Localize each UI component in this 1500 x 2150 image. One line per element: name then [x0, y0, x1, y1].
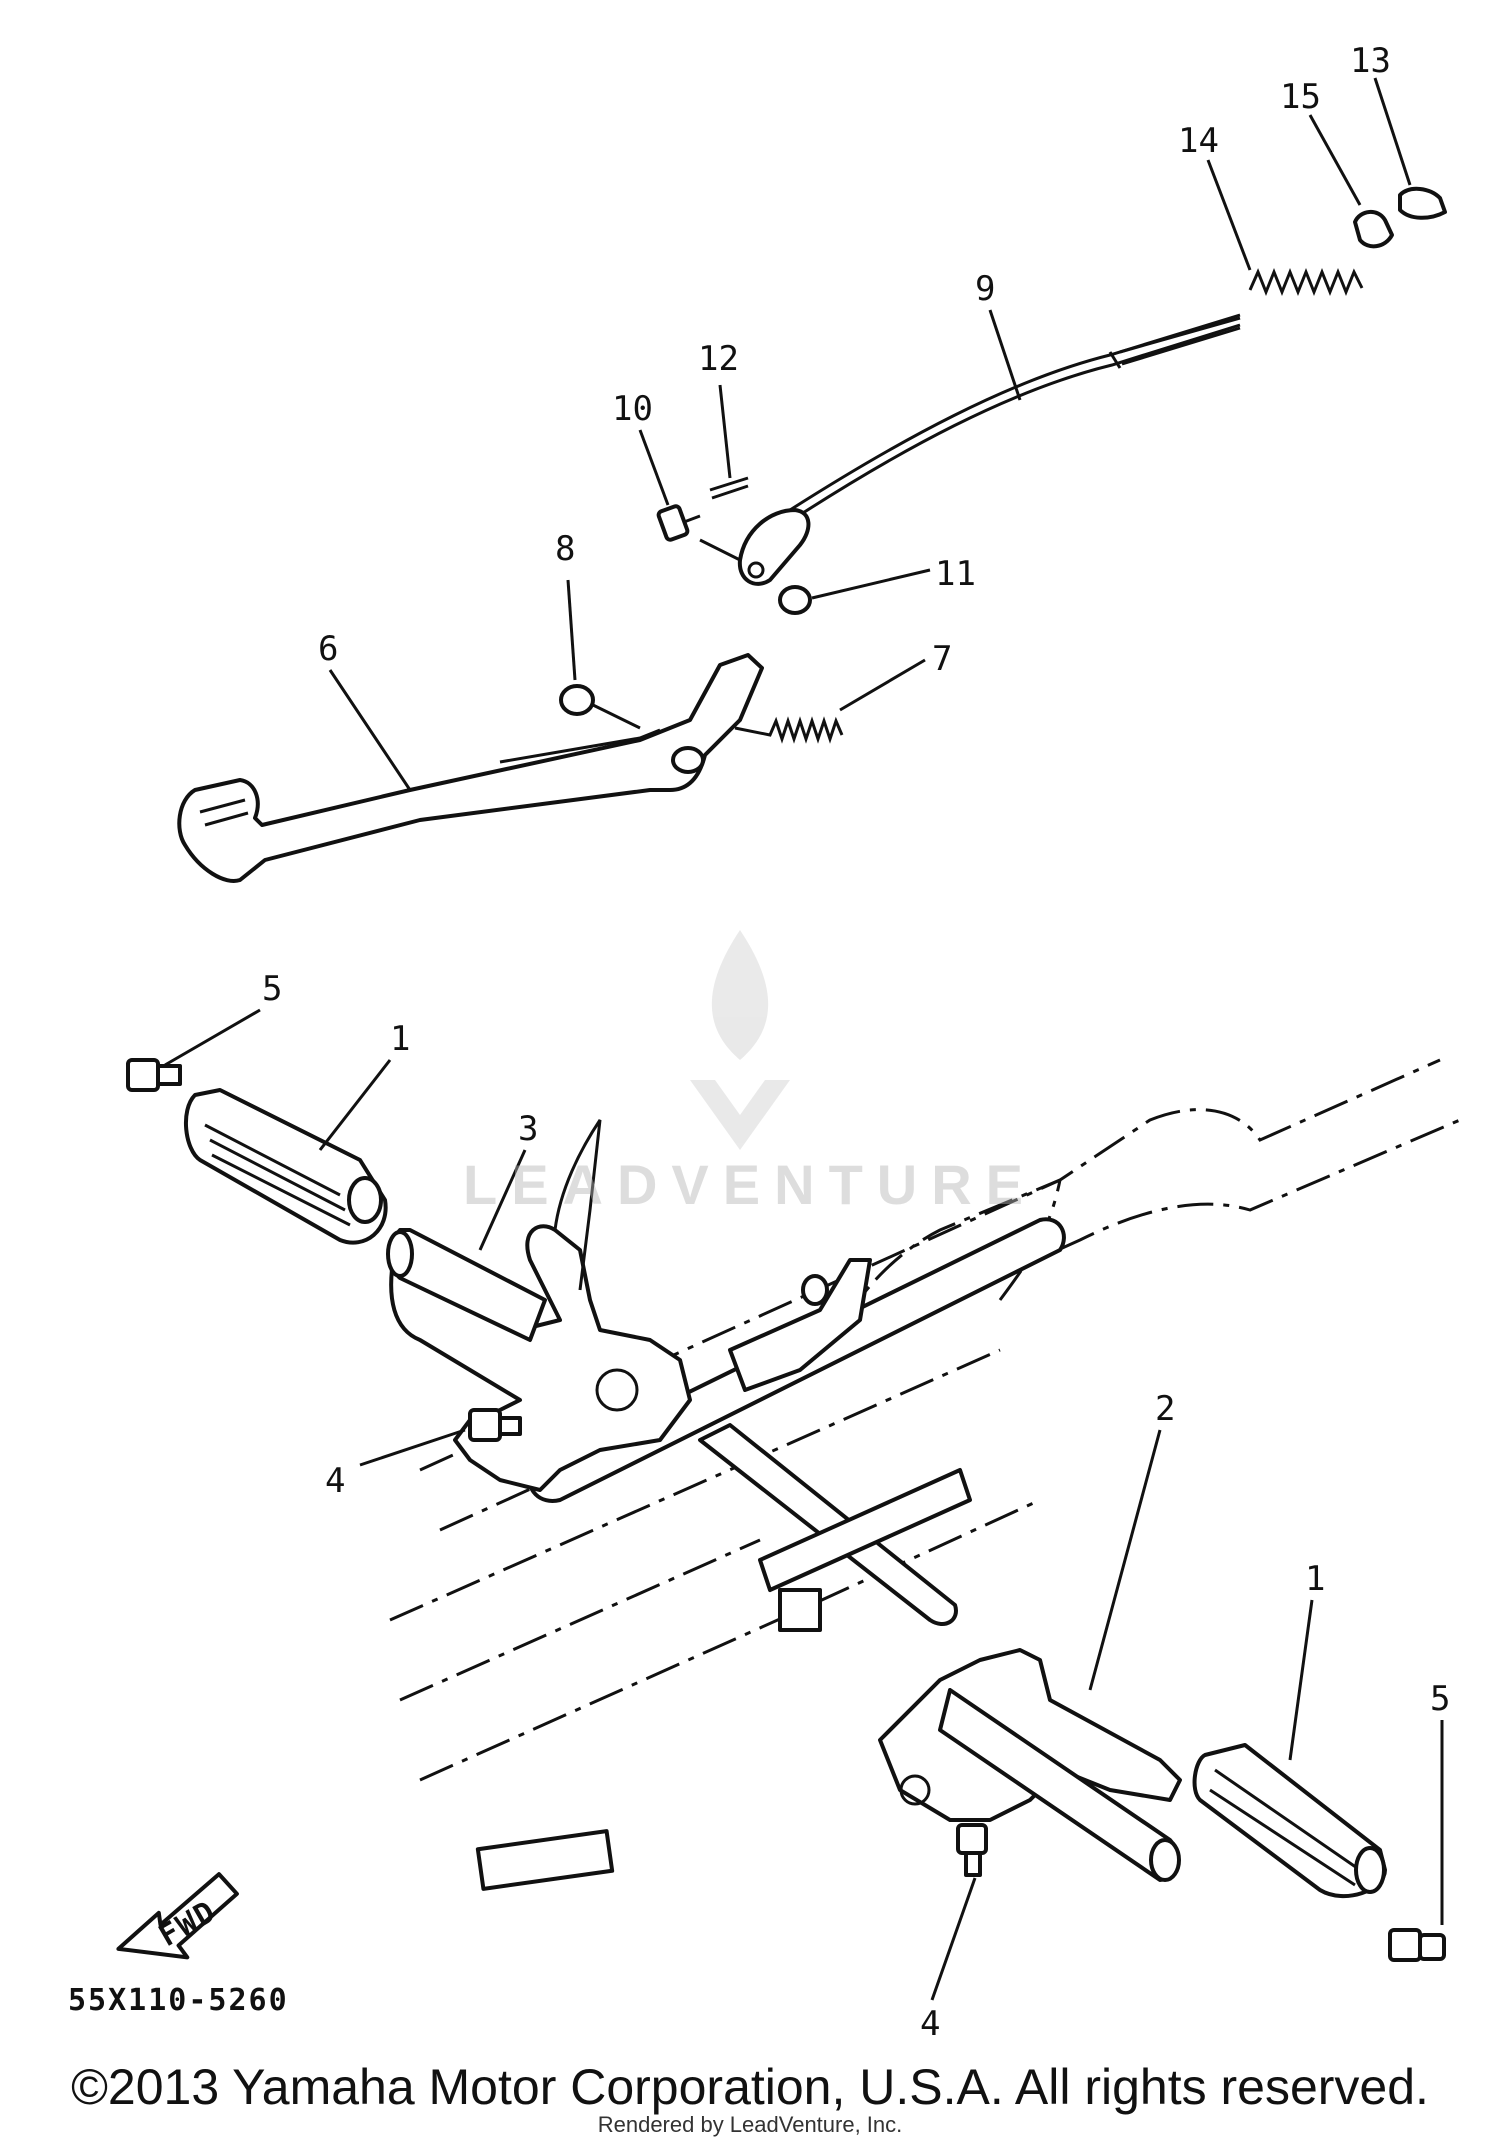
rendered-by-credit: Rendered by LeadVenture, Inc.	[597, 2112, 903, 2137]
cotter-pin	[709, 476, 749, 500]
lever-washer	[778, 585, 812, 615]
frame-outline	[419, 1058, 1441, 1472]
callout-1-upper: 1	[390, 1019, 410, 1059]
callout-3: 3	[518, 1109, 538, 1149]
callout-7: 7	[932, 639, 952, 679]
drawing-code: 55X110-5260	[68, 1983, 289, 2018]
copyright-notice: ©2013 Yamaha Motor Corporation, U.S.A. A…	[71, 2059, 1429, 2115]
callout-11: 11	[935, 554, 976, 594]
pedal-washer	[559, 684, 595, 716]
cable-end-lever	[737, 508, 811, 586]
callout-10: 10	[612, 389, 653, 429]
callout-8: 8	[555, 529, 575, 569]
callout-15: 15	[1280, 77, 1321, 117]
callout-9: 9	[975, 269, 995, 309]
callout-labels: 13 15 14 9 12 10 11 8 6 7 5 1 3 4 2 1 5 …	[262, 41, 1450, 2044]
callout-14: 14	[1178, 121, 1219, 161]
leader-lines	[164, 77, 1444, 2001]
cable-joint	[1398, 186, 1447, 220]
callout-5-upper: 5	[262, 969, 282, 1009]
cable-adjuster-nut	[1353, 210, 1394, 249]
watermark-text: LEADVENTURE	[462, 1153, 1038, 1216]
callout-4-upper: 4	[325, 1461, 345, 1501]
callout-13: 13	[1350, 41, 1391, 81]
brake-pedal	[177, 653, 764, 883]
fwd-arrow-icon: FWD	[116, 1872, 239, 1960]
leadventure-watermark-logo	[690, 930, 790, 1150]
cable-spring	[1248, 267, 1364, 297]
callout-1-lower: 1	[1305, 1559, 1325, 1599]
callout-4-lower: 4	[920, 2004, 940, 2044]
bracket-bolt-right	[956, 1823, 988, 1877]
right-footrest-peg	[1192, 1743, 1387, 1899]
brake-cable-assembly	[656, 186, 1447, 615]
right-footrest-bracket	[878, 1648, 1182, 1822]
pivot-bolt	[656, 504, 741, 562]
brake-cable	[789, 313, 1241, 512]
callout-5-lower: 5	[1430, 1679, 1450, 1719]
callout-2: 2	[1155, 1389, 1175, 1429]
pedal-return-spring	[734, 716, 844, 744]
peg-bolt-right	[1388, 1928, 1446, 1962]
callout-6: 6	[318, 629, 338, 669]
cable-threaded-end	[1119, 316, 1241, 366]
brake-pedal-assembly	[177, 653, 844, 883]
left-footrest-peg	[183, 1088, 388, 1245]
peg-bolt-left	[126, 1058, 182, 1092]
footrest-frame-assembly	[126, 1058, 1461, 1962]
bracket-bolt-left	[468, 1408, 522, 1442]
callout-12: 12	[698, 339, 739, 379]
